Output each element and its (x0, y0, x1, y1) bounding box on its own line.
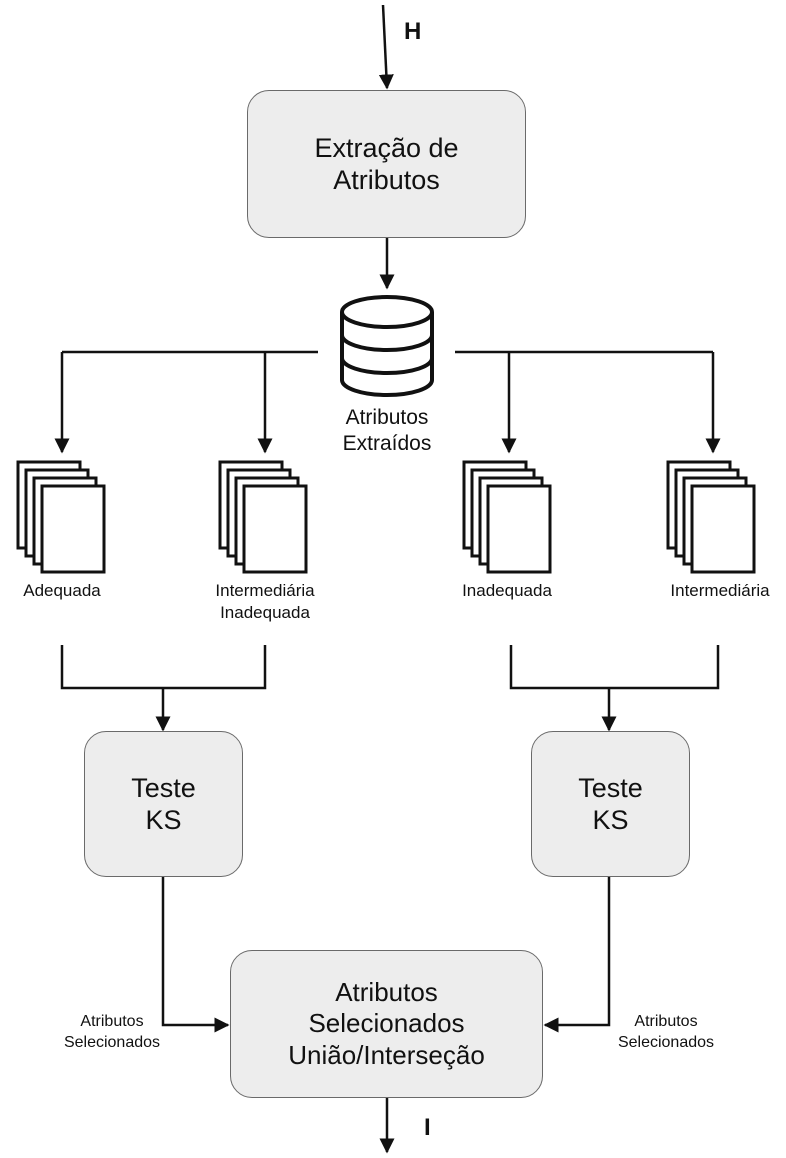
group-label: Intermediária Inadequada (193, 580, 337, 624)
document-stack-icon (462, 460, 552, 574)
output-label: I (424, 1114, 431, 1141)
ks-to-final-lines (161, 877, 611, 1033)
database-label: Atributos Extraídos (327, 405, 447, 458)
input-label: H (404, 18, 422, 45)
group-label-line1: Intermediária (215, 581, 315, 600)
group-label: Intermediária (654, 580, 786, 602)
document-stack-icon (16, 460, 106, 574)
selected-right-line1: Atributos (634, 1013, 698, 1030)
document-stack-icon (218, 460, 308, 574)
ks-right-line2: KS (592, 805, 629, 835)
group-label-line2: Inadequada (220, 603, 310, 623)
selected-left-line1: Atributos (80, 1013, 144, 1030)
group-label-line1: Intermediária (670, 581, 770, 600)
final-selection-box: Atributos Selecionados União/Interseção (230, 950, 543, 1098)
ks-left-line1: Teste (131, 772, 196, 803)
database-label-line1: Atributos (345, 406, 429, 429)
final-line3: União/Interseção (288, 1039, 485, 1070)
group-label: Inadequada (445, 580, 569, 602)
db-branch-lines (54, 350, 721, 454)
ks-left-line2: KS (145, 805, 182, 835)
ks-test-box-right: Teste KS (531, 731, 690, 877)
database-label-line2: Extraídos (342, 432, 432, 456)
selected-left-line2: Selecionados (63, 1033, 161, 1051)
extraction-box: Extração de Atributos (247, 90, 526, 238)
selected-right-line2: Selecionados (617, 1033, 715, 1051)
selected-label-right: Atributos Selecionados (606, 1012, 726, 1054)
selected-label-left: Atributos Selecionados (52, 1012, 172, 1054)
final-line1: Atributos (335, 977, 438, 1008)
group-label: Adequada (0, 580, 124, 602)
final-line2: Selecionados (308, 1008, 465, 1039)
input-arrow (378, 4, 394, 90)
extraction-line1: Extração de (314, 132, 459, 163)
document-stack-icon (666, 460, 756, 574)
ks-test-box-left: Teste KS (84, 731, 243, 877)
group-label-line1: Adequada (23, 581, 101, 600)
ks-right-line1: Teste (578, 772, 643, 803)
database-icon (340, 295, 434, 397)
merge-lines (60, 645, 720, 732)
group-label-line1: Inadequada (462, 581, 552, 600)
extraction-line2: Atributos (333, 165, 440, 195)
